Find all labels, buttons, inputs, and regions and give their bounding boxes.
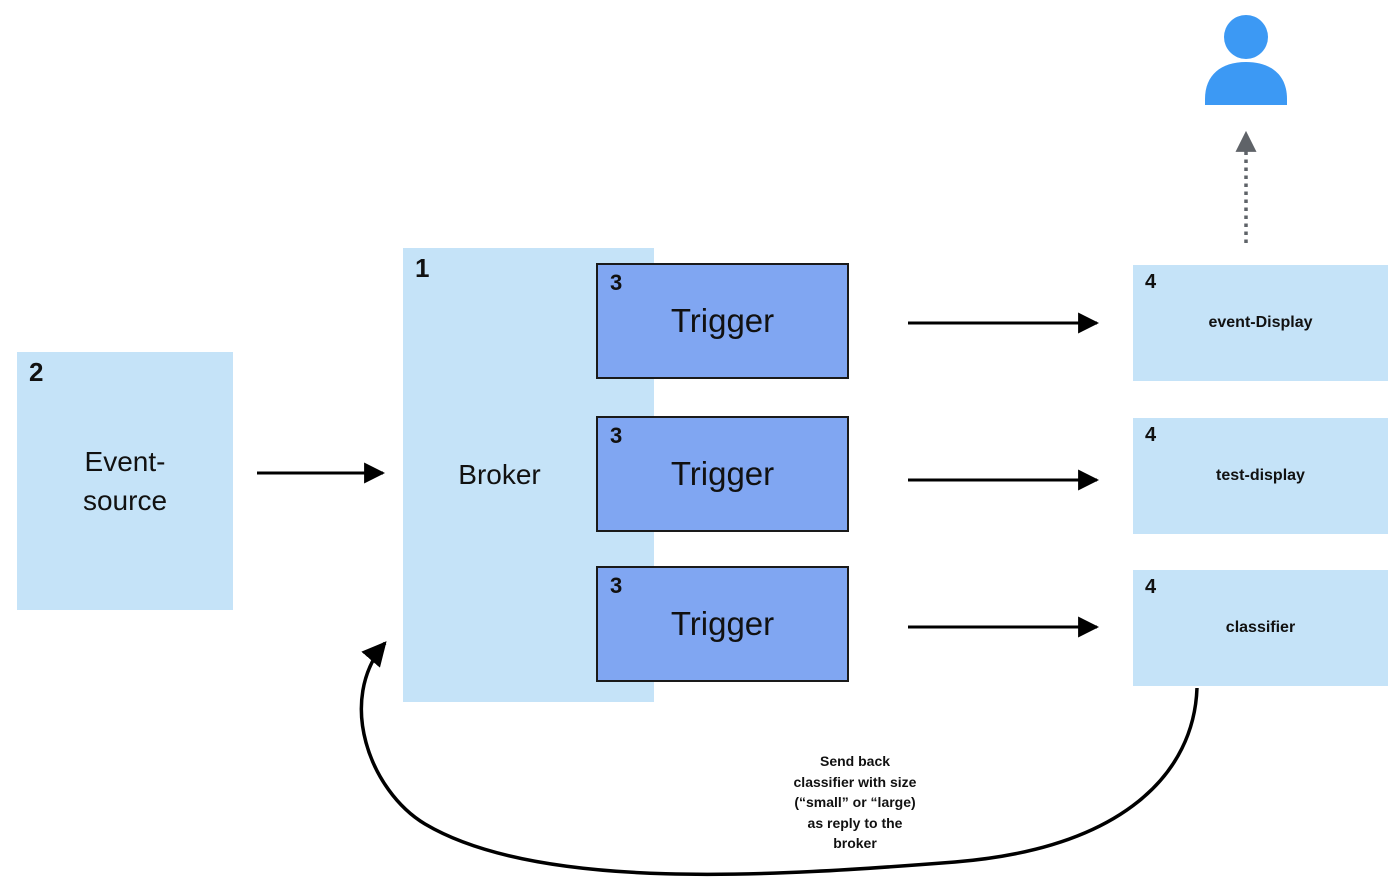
step-number: 3 [610, 573, 623, 598]
trigger-node-1: 3 Trigger [596, 263, 849, 379]
annotation-line: broker [833, 835, 877, 851]
step-number: 3 [610, 270, 623, 295]
trigger-node-3: 3 Trigger [596, 566, 849, 682]
test-display-node: 4 test-display [1133, 418, 1388, 534]
event-display-node: 4 event-Display [1133, 265, 1388, 381]
step-number: 1 [415, 253, 430, 283]
step-number: 2 [29, 357, 44, 387]
step-number: 3 [610, 423, 623, 448]
user-icon [1205, 15, 1287, 105]
classifier-label: classifier [1225, 619, 1296, 636]
broker-label: Broker [458, 459, 541, 490]
event-source-node: 2 Event-source [17, 352, 233, 610]
reply-annotation: Send back classifier with size (“small” … [745, 751, 965, 854]
event-display-label: event-Display [1208, 314, 1313, 331]
step-number: 4 [1145, 424, 1157, 446]
trigger-node-2: 3 Trigger [596, 416, 849, 532]
step-number: 4 [1145, 271, 1157, 293]
trigger-label: Trigger [670, 302, 775, 339]
classifier-node: 4 classifier [1133, 570, 1388, 686]
event-source-label: Event-source [82, 445, 168, 516]
trigger-label: Trigger [670, 605, 775, 642]
test-display-label: test-display [1216, 467, 1305, 484]
annotation-line: as reply to the [807, 814, 903, 831]
step-number: 4 [1145, 576, 1157, 598]
annotation-line: Send back [819, 753, 891, 769]
annotation-line: classifier with size [793, 773, 917, 790]
broker-label-wrap: Broker [403, 248, 596, 702]
trigger-label: Trigger [670, 455, 775, 492]
annotation-line: (“small” or “large) [794, 794, 916, 810]
